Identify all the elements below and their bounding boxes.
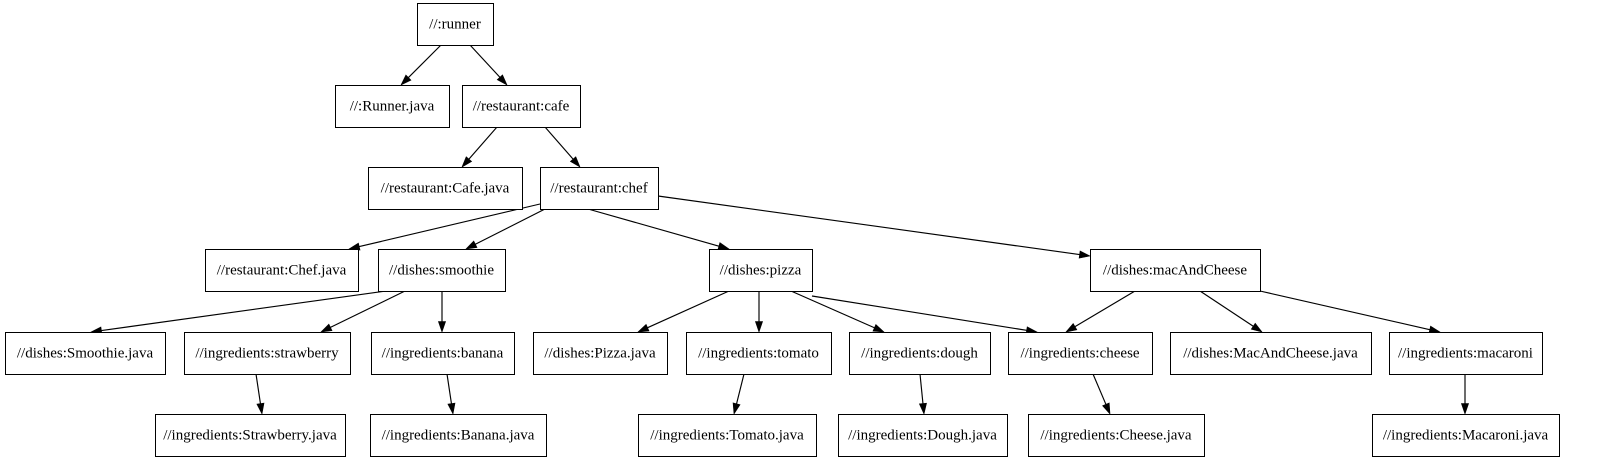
graph-node-tomato_java[interactable]: //ingredients:Tomato.java xyxy=(638,414,817,457)
graph-node-runner_java[interactable]: //:Runner.java xyxy=(335,85,450,128)
graph-node-chef_java[interactable]: //restaurant:Chef.java xyxy=(205,249,359,292)
node-label-cheese_java: //ingredients:Cheese.java xyxy=(1040,427,1192,443)
graph-node-macaroni_java[interactable]: //ingredients:Macaroni.java xyxy=(1372,414,1560,457)
graph-edges-layer xyxy=(90,44,1470,415)
graph-edge-smoothie-to-smoothie_java xyxy=(90,290,387,335)
graph-edge-smoothie-to-banana xyxy=(437,291,447,333)
graph-edge-macaroni-to-macaroni_java xyxy=(1460,374,1470,415)
node-border-tomato[interactable] xyxy=(686,332,832,375)
node-label-chef_java: //restaurant:Chef.java xyxy=(217,262,347,278)
node-border-cafe_java[interactable] xyxy=(368,167,523,210)
graph-edge-pizza-to-tomato xyxy=(754,291,764,333)
graph-edge-cafe-to-chef xyxy=(544,126,581,168)
node-label-tomato_java: //ingredients:Tomato.java xyxy=(650,427,804,443)
graph-node-cafe_java[interactable]: //restaurant:Cafe.java xyxy=(368,167,523,210)
node-label-smoothie: //dishes:smoothie xyxy=(389,262,494,278)
node-border-chef[interactable] xyxy=(540,167,659,210)
node-border-chef_java[interactable] xyxy=(205,249,359,292)
graph-edge-chef-to-macandcheese xyxy=(657,195,1091,259)
node-label-strawberry_java: //ingredients:Strawberry.java xyxy=(163,427,337,443)
graph-edge-runner-to-runner_java xyxy=(400,44,442,86)
graph-node-smoothie[interactable]: //dishes:smoothie xyxy=(378,249,506,292)
node-label-smoothie_java: //dishes:Smoothie.java xyxy=(17,345,154,361)
node-label-cafe: //restaurant:cafe xyxy=(473,98,570,114)
node-label-cheese: //ingredients:cheese xyxy=(1020,345,1139,361)
node-border-macandcheese[interactable] xyxy=(1090,249,1261,292)
graph-edge-chef-to-smoothie xyxy=(465,208,546,250)
graph-node-macandcheese_java[interactable]: //dishes:MacAndCheese.java xyxy=(1170,332,1372,375)
node-border-strawberry_java[interactable] xyxy=(155,414,346,457)
graph-edge-pizza-to-dough xyxy=(790,290,885,333)
graph-edge-macandcheese-to-macandcheese_java xyxy=(1199,290,1263,333)
graph-node-tomato[interactable]: //ingredients:tomato xyxy=(686,332,832,375)
graph-edge-dough-to-dough_java xyxy=(918,373,927,415)
graph-edge-macandcheese-to-macaroni xyxy=(1259,290,1441,334)
graph-node-cheese[interactable]: //ingredients:cheese xyxy=(1008,332,1153,375)
graph-node-cheese_java[interactable]: //ingredients:Cheese.java xyxy=(1028,414,1205,457)
node-label-banana_java: //ingredients:Banana.java xyxy=(382,427,535,443)
node-border-macaroni[interactable] xyxy=(1389,332,1543,375)
node-border-banana_java[interactable] xyxy=(370,414,547,457)
node-border-cafe[interactable] xyxy=(462,85,581,128)
node-border-tomato_java[interactable] xyxy=(638,414,817,457)
graph-node-cafe[interactable]: //restaurant:cafe xyxy=(462,85,581,128)
graph-node-banana_java[interactable]: //ingredients:Banana.java xyxy=(370,414,547,457)
node-border-cheese[interactable] xyxy=(1008,332,1153,375)
node-label-runner: //:runner xyxy=(429,16,481,32)
graph-edge-smoothie-to-strawberry xyxy=(320,290,406,333)
graph-edge-banana-to-banana_java xyxy=(446,373,456,415)
graph-nodes-layer: //:runner //:Runner.java //restaurant:cafe… xyxy=(5,3,1560,457)
graph-node-macaroni[interactable]: //ingredients:macaroni xyxy=(1389,332,1543,375)
graph-edge-runner-to-cafe xyxy=(469,44,508,86)
graph-edge-cafe-to-cafe_java xyxy=(461,126,498,168)
node-label-tomato: //ingredients:tomato xyxy=(698,345,819,361)
node-border-dough[interactable] xyxy=(849,332,991,375)
graph-node-strawberry[interactable]: //ingredients:strawberry xyxy=(184,332,351,375)
node-label-macandcheese_java: //dishes:MacAndCheese.java xyxy=(1183,345,1358,361)
graph-edge-tomato-to-tomato_java xyxy=(732,373,745,415)
graph-node-pizza_java[interactable]: //dishes:Pizza.java xyxy=(533,332,668,375)
graph-edge-chef-to-chef_java xyxy=(348,203,541,251)
graph-edge-macandcheese-to-cheese xyxy=(1065,290,1136,333)
node-border-macaroni_java[interactable] xyxy=(1372,414,1560,457)
graph-node-dough_java[interactable]: //ingredients:Dough.java xyxy=(838,414,1008,457)
node-label-strawberry: //ingredients:strawberry xyxy=(195,345,339,361)
node-label-chef: //restaurant:chef xyxy=(550,180,647,196)
node-border-strawberry[interactable] xyxy=(184,332,351,375)
node-label-pizza: //dishes:pizza xyxy=(720,262,802,278)
graph-edge-cheese-to-cheese_java xyxy=(1092,373,1111,415)
graph-node-banana[interactable]: //ingredients:banana xyxy=(371,332,515,375)
graph-node-macandcheese[interactable]: //dishes:macAndCheese xyxy=(1090,249,1261,292)
node-border-runner[interactable] xyxy=(417,3,494,46)
graph-node-strawberry_java[interactable]: //ingredients:Strawberry.java xyxy=(155,414,346,457)
node-border-cheese_java[interactable] xyxy=(1028,414,1205,457)
graph-node-pizza[interactable]: //dishes:pizza xyxy=(709,249,813,292)
node-label-macandcheese: //dishes:macAndCheese xyxy=(1103,262,1247,278)
node-label-cafe_java: //restaurant:Cafe.java xyxy=(381,180,510,196)
graph-node-runner[interactable]: //:runner xyxy=(417,3,494,46)
graph-edge-strawberry-to-strawberry_java xyxy=(255,373,265,415)
node-label-dough: //ingredients:dough xyxy=(861,345,978,361)
node-border-macandcheese_java[interactable] xyxy=(1170,332,1372,375)
graph-edge-pizza-to-pizza_java xyxy=(637,290,730,333)
node-label-macaroni_java: //ingredients:Macaroni.java xyxy=(1383,427,1549,443)
node-label-runner_java: //:Runner.java xyxy=(350,98,435,114)
node-border-pizza[interactable] xyxy=(709,249,813,292)
node-border-smoothie[interactable] xyxy=(378,249,506,292)
node-border-dough_java[interactable] xyxy=(838,414,1008,457)
node-label-dough_java: //ingredients:Dough.java xyxy=(848,427,997,443)
node-label-pizza_java: //dishes:Pizza.java xyxy=(544,345,656,361)
graph-node-chef[interactable]: //restaurant:chef xyxy=(540,167,659,210)
graph-node-dough[interactable]: //ingredients:dough xyxy=(849,332,991,375)
node-label-banana: //ingredients:banana xyxy=(382,345,504,361)
node-border-banana[interactable] xyxy=(371,332,515,375)
graph-node-smoothie_java[interactable]: //dishes:Smoothie.java xyxy=(5,332,166,375)
node-label-macaroni: //ingredients:macaroni xyxy=(1398,345,1533,361)
node-border-runner_java[interactable] xyxy=(335,85,450,128)
graph-edge-chef-to-pizza xyxy=(587,208,730,250)
node-border-pizza_java[interactable] xyxy=(533,332,668,375)
node-border-smoothie_java[interactable] xyxy=(5,332,166,375)
